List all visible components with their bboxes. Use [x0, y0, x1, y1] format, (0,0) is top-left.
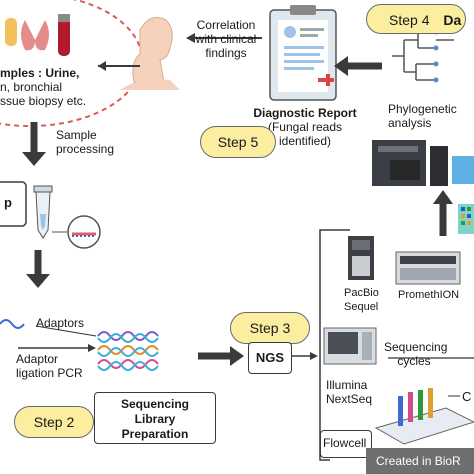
- correlation-text: Correlation with clinical findings: [186, 18, 266, 60]
- extraction-box: [0, 181, 27, 227]
- patient-icon: [120, 17, 180, 90]
- adaptor-pointer: [35, 325, 97, 337]
- correlation-line-3: findings: [205, 46, 247, 60]
- footer-label: Created in BioR: [376, 454, 461, 468]
- step3-badge: Step 3: [230, 312, 310, 344]
- step4-badge: Step 4 Da: [366, 4, 466, 34]
- dna-strands: [0, 319, 159, 371]
- diagnostic-sub-2: identified): [278, 134, 332, 148]
- adaptor-pcr-text: Adaptor ligation PCR: [16, 352, 106, 380]
- samples-text: mples : Urine, n, bronchial ssue biopsy …: [0, 66, 110, 108]
- phylo-line-1: Phylogenetic: [388, 102, 457, 116]
- samples-line-2: n, bronchial: [0, 80, 63, 94]
- step2-badge: Step 2: [14, 406, 94, 438]
- illumina-line-2: NextSeq: [326, 392, 373, 406]
- library-line-1: Sequencing: [120, 397, 189, 411]
- pacbio-line-1: PacBio: [344, 287, 379, 299]
- step5-badge: Step 5: [200, 126, 276, 158]
- sample-processing-text: Sample processing: [56, 128, 136, 156]
- flowcell-label: Flowcell: [323, 436, 367, 450]
- sequencing-cycles-line-1: Sequencing: [384, 340, 448, 354]
- step4-label: Step 4: [389, 12, 430, 28]
- pacbio-line-2: Sequel: [344, 301, 379, 313]
- right-cut-label: C: [462, 389, 472, 404]
- biorender-footer: Created in BioR: [366, 448, 474, 474]
- illumina-text: Illumina NextSeq: [326, 378, 386, 406]
- step2-label: Step 2: [33, 414, 75, 430]
- diagnostic-title: Diagnostic Report: [253, 106, 357, 120]
- illumina-machine-icon: [323, 327, 377, 365]
- sample-processing-line-2: processing: [56, 142, 115, 156]
- clipboard-icon: [269, 5, 337, 101]
- adaptors-label: Adaptors: [36, 316, 85, 330]
- library-line-2: Library: [134, 412, 176, 426]
- samples-line-1: mples : Urine,: [0, 66, 80, 80]
- ngs-box: NGS: [248, 342, 292, 374]
- ngs-label: NGS: [255, 350, 285, 365]
- phylo-line-2: analysis: [388, 116, 432, 130]
- urine-tube-icon: [5, 18, 17, 46]
- diagnostic-report: Diagnostic Report (Fungal reads identifi…: [252, 106, 358, 148]
- correlation-line-1: Correlation: [196, 18, 256, 32]
- adaptor-pcr-line-1: Adaptor: [16, 352, 59, 366]
- pacbio-machine-icon: [348, 236, 374, 280]
- adaptor-pcr-line-2: ligation PCR: [16, 366, 83, 380]
- tube-icon: [33, 185, 53, 239]
- left-box-label: p: [4, 195, 12, 210]
- sequencing-cycles-line-2: cycles: [397, 354, 431, 368]
- pacbio-text: PacBio Sequel: [344, 286, 380, 314]
- read-grid-icon: [458, 204, 474, 234]
- flowcell-box: Flowcell: [320, 430, 372, 458]
- illumina-line-1: Illumina: [326, 378, 368, 392]
- phylo-text: Phylogenetic analysis: [388, 102, 474, 130]
- library-line-3: Preparation: [121, 427, 189, 441]
- sequencing-cycles-text: Sequencing cycles: [384, 340, 448, 368]
- promethion-machine-icon: [395, 251, 461, 285]
- promethion-label: PromethION: [398, 289, 460, 301]
- dna-zoom-icon: [67, 215, 101, 249]
- platform-bracket: [319, 229, 350, 461]
- blood-tube-icon: [58, 14, 70, 56]
- diagnostic-sub-1: (Fungal reads: [267, 120, 343, 134]
- correlation-line-2: with clinical: [195, 32, 257, 46]
- sequencer-computer-icon: [372, 140, 474, 186]
- sample-processing-line-1: Sample: [56, 128, 97, 142]
- step5-label: Step 5: [217, 134, 259, 150]
- samples-line-3: ssue biopsy etc.: [0, 94, 87, 108]
- step4-tail: Da: [443, 12, 462, 28]
- lung-icon: [21, 20, 35, 51]
- flowcell-icon: [374, 388, 474, 445]
- library-box: Sequencing Library Preparation: [94, 392, 216, 444]
- step3-label: Step 3: [249, 320, 291, 336]
